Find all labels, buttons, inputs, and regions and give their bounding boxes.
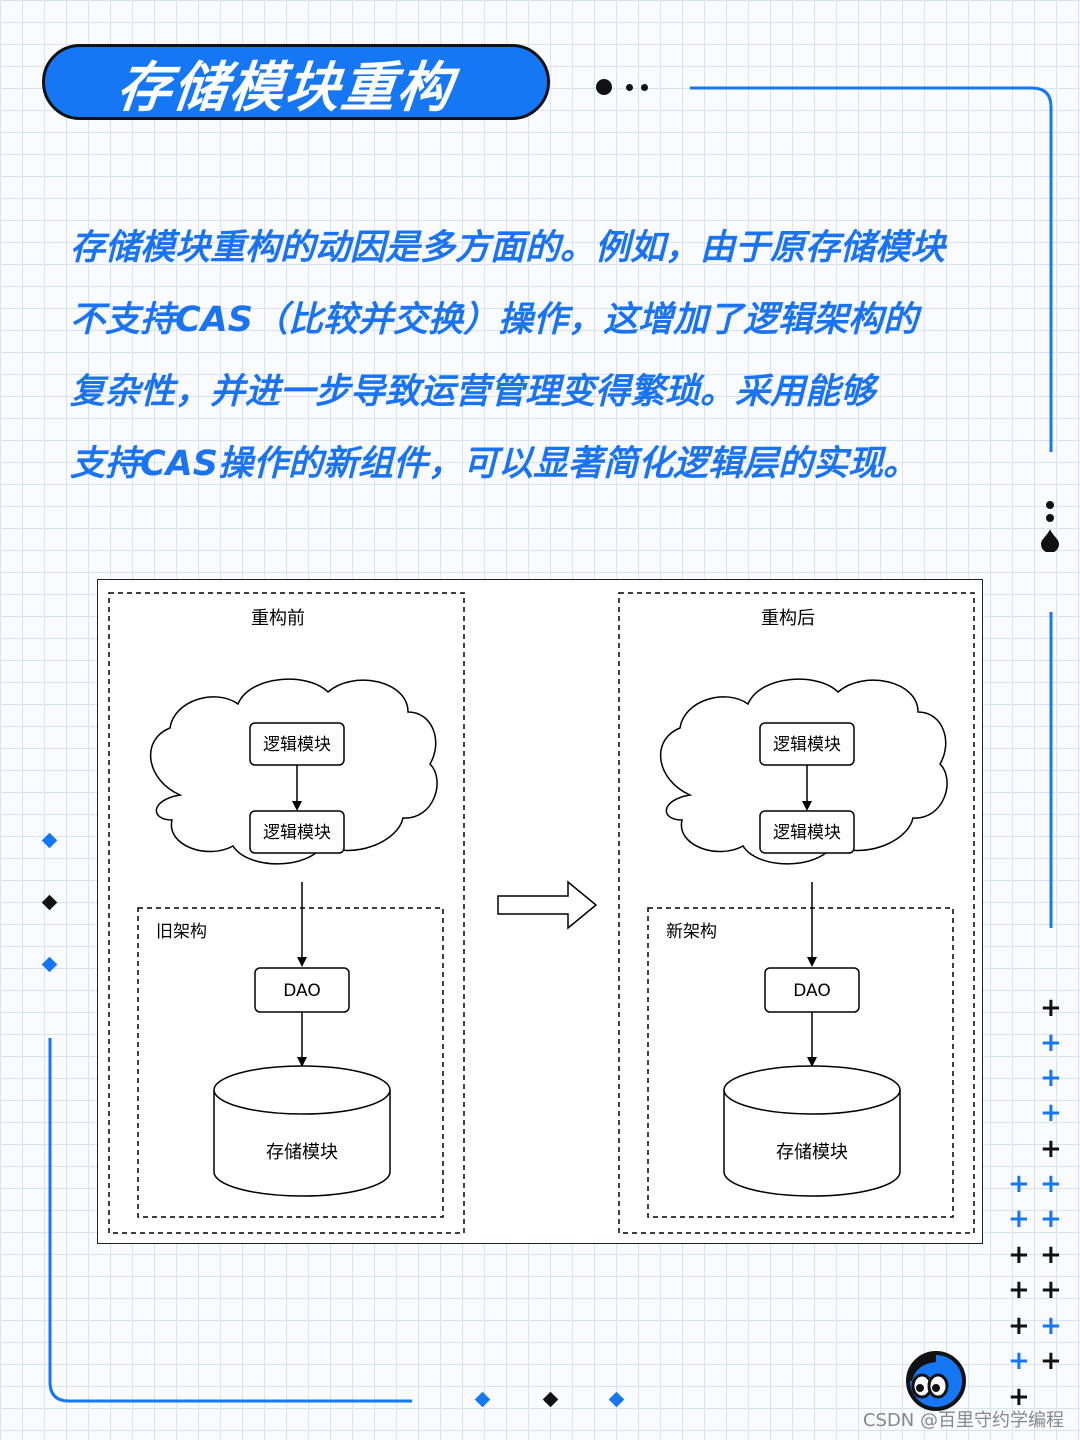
plus-icon: + [1008, 1311, 1030, 1341]
after-storage-top [723, 1065, 901, 1115]
plus-icon: + [1008, 1169, 1030, 1199]
paragraph-line: 支持CAS操作的新组件，可以显著简化逻辑层的实现。 [70, 444, 918, 484]
decor-dot-small [1046, 501, 1054, 509]
after-logic-label-top: 逻辑模块 [773, 735, 841, 755]
paragraph-line: 不支持CAS（比较并交换）操作，这增加了逻辑架构的 [70, 300, 918, 340]
diagram-canvas: 重构前 逻辑模块 逻辑模块 旧架构 DAO 存储模块 重构后 逻辑模块 逻辑模块 [108, 592, 975, 1234]
before-logic-box-bottom [249, 810, 345, 854]
decor-dot-small [641, 84, 648, 91]
after-arch-box [647, 907, 954, 1218]
before-storage-top [213, 1065, 391, 1115]
plus-icon: + [1040, 1169, 1062, 1199]
after-dao-label: DAO [793, 981, 831, 1001]
plus-icon: + [1040, 1204, 1062, 1234]
plus-icon: + [1040, 1346, 1062, 1376]
plus-icon: + [1040, 1098, 1062, 1128]
before-arch-box [137, 907, 444, 1218]
plus-icon: + [1040, 993, 1062, 1023]
before-logic-label-top: 逻辑模块 [263, 735, 331, 755]
after-cloud [659, 678, 948, 865]
before-arch-label: 旧架构 [156, 922, 207, 942]
before-storage-cylinder [213, 1090, 391, 1197]
plus-icon: + [1008, 1382, 1030, 1412]
plus-icon: + [1008, 1204, 1030, 1234]
before-panel [108, 592, 465, 1234]
plus-icon: + [1008, 1275, 1030, 1305]
title-banner: 存储模块重构 [42, 44, 550, 120]
plus-icon: + [1040, 1240, 1062, 1270]
decor-dot-large [596, 79, 612, 95]
mascot-icon [906, 1351, 966, 1411]
decor-dot-small [626, 84, 633, 91]
decor-dot-small [1046, 514, 1054, 522]
plus-icon: + [1008, 1240, 1030, 1270]
before-dao-label: DAO [283, 981, 321, 1001]
drop-icon [1041, 529, 1059, 552]
after-storage-label: 存储模块 [776, 1142, 848, 1163]
after-logic-label-bottom: 逻辑模块 [773, 823, 841, 843]
plus-icon: + [1040, 1134, 1062, 1164]
before-logic-label-bottom: 逻辑模块 [263, 823, 331, 843]
after-panel-title: 重构后 [761, 608, 815, 629]
before-cloud [149, 678, 438, 865]
plus-icon: + [1040, 1028, 1062, 1058]
plus-icon: + [1040, 1063, 1062, 1093]
after-arch-label: 新架构 [666, 922, 717, 942]
right-arrow-icon [497, 880, 598, 930]
paragraph-line: 存储模块重构的动因是多方面的。例如，由于原存储模块 [70, 228, 946, 268]
after-storage-cylinder [723, 1090, 901, 1197]
description-paragraph: 存储模块重构的动因是多方面的。例如，由于原存储模块 不支持CAS（比较并交换）操… [70, 212, 1030, 500]
paragraph-line: 复杂性，并进一步导致运营管理变得繁琐。采用能够 [70, 372, 876, 412]
before-panel-title: 重构前 [251, 608, 305, 629]
plus-icon: + [1040, 1311, 1062, 1341]
watermark: CSDN @百里守约学编程 [862, 1410, 1064, 1431]
plus-icon: + [1008, 1346, 1030, 1376]
before-storage-label: 存储模块 [266, 1142, 338, 1163]
architecture-diagram: 重构前 逻辑模块 逻辑模块 旧架构 DAO 存储模块 重构后 逻辑模块 逻辑模块 [97, 579, 983, 1244]
after-logic-box-bottom [759, 810, 855, 854]
plus-icon: + [1040, 1275, 1062, 1305]
after-panel [618, 592, 975, 1234]
